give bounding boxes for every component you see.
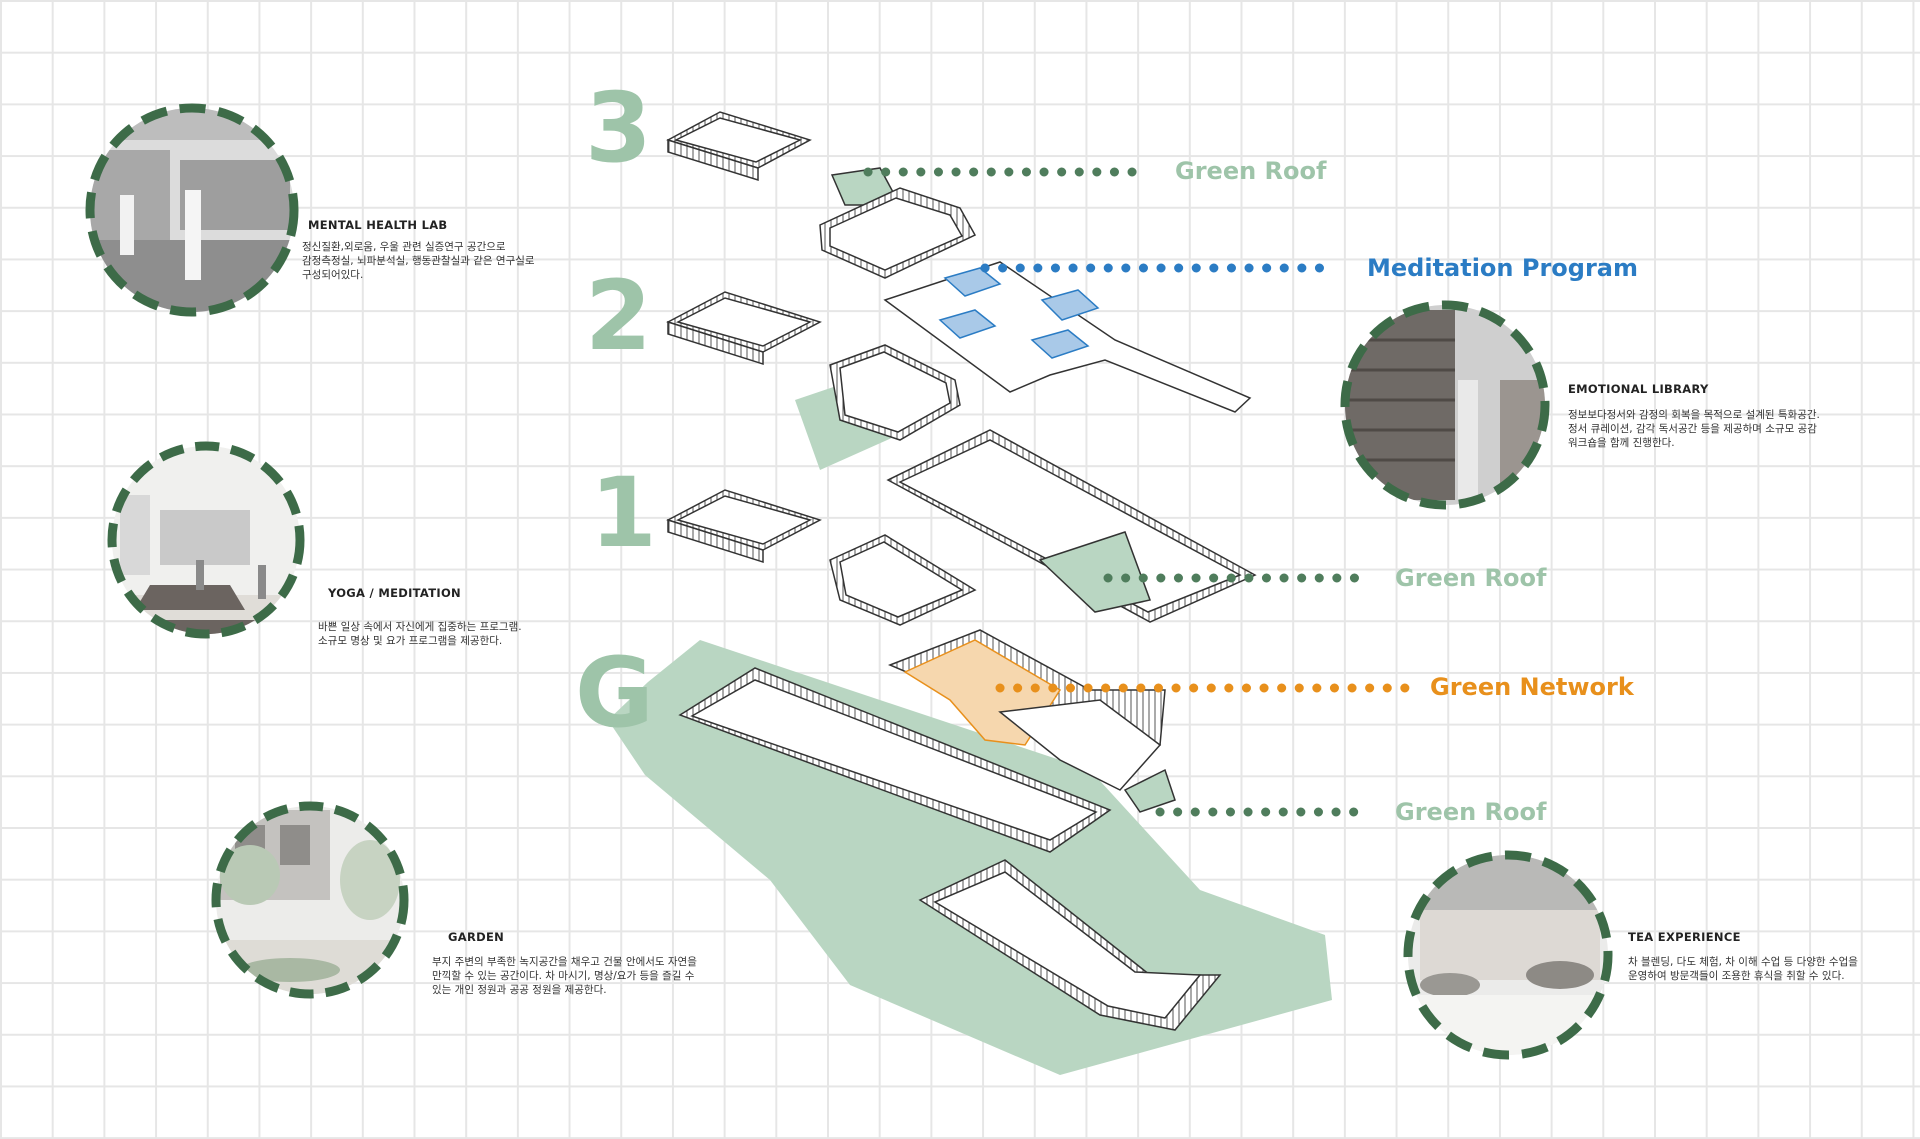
level-number-3: 3 [585,72,652,184]
library-title: EMOTIONAL LIBRARY [1568,382,1709,396]
lab-photo [85,103,299,317]
lab-dashed-frame [85,103,299,317]
callout-green-roof-1: Green Roof [1395,564,1547,592]
garden-dashed-frame [211,801,409,999]
tea-photo [1403,850,1613,1060]
callout-green-network: Green Network [1430,673,1634,701]
yoga-dashed-frame [107,441,305,639]
garden-photo [211,801,409,999]
tea-dashed-frame [1403,850,1613,1060]
callout-green-roof-g: Green Roof [1395,798,1547,826]
lab-description: 정신질환,외로움, 우울 관련 실증연구 공간으로 감정측정실, 뇌파분석실, … [302,241,535,281]
tea-title: TEA EXPERIENCE [1628,930,1741,944]
yoga-description: 바쁜 일상 속에서 자신에게 집중하는 프로그램. 소규모 명상 및 요가 프로… [318,621,522,647]
level-1-green-roof [1038,531,1152,613]
level-2-plans [666,261,1252,470]
garden-description: 부지 주변의 부족한 녹지공간을 채우고 건물 안에서도 자연을 만끽할 수 있… [432,956,697,996]
callout-meditation-program: Meditation Program [1367,254,1638,282]
library-description: 정보보다정서와 감정의 회복을 목적으로 설계된 특화공간. 정서 큐레이션, … [1568,409,1820,449]
garden-title: GARDEN [448,930,505,944]
level-number-g: G [575,637,654,749]
level-number-2: 2 [585,260,652,372]
meditation-boxes [943,267,1002,297]
level-1-plans [666,429,1257,626]
level-g-plans [678,629,1222,1031]
tea-description: 차 블렌딩, 다도 체험, 차 이해 수업 등 다양한 수업을 운영하여 방문객… [1628,956,1858,982]
level-number-1: 1 [590,457,657,569]
library-dashed-frame [1340,300,1550,510]
yoga-title: YOGA / MEDITATION [328,586,461,600]
library-photo [1340,300,1550,510]
yoga-photo [107,441,305,639]
level-3-plans [666,111,977,279]
callout-green-roof-3: Green Roof [1175,157,1327,185]
lab-title: MENTAL HEALTH LAB [308,218,448,232]
